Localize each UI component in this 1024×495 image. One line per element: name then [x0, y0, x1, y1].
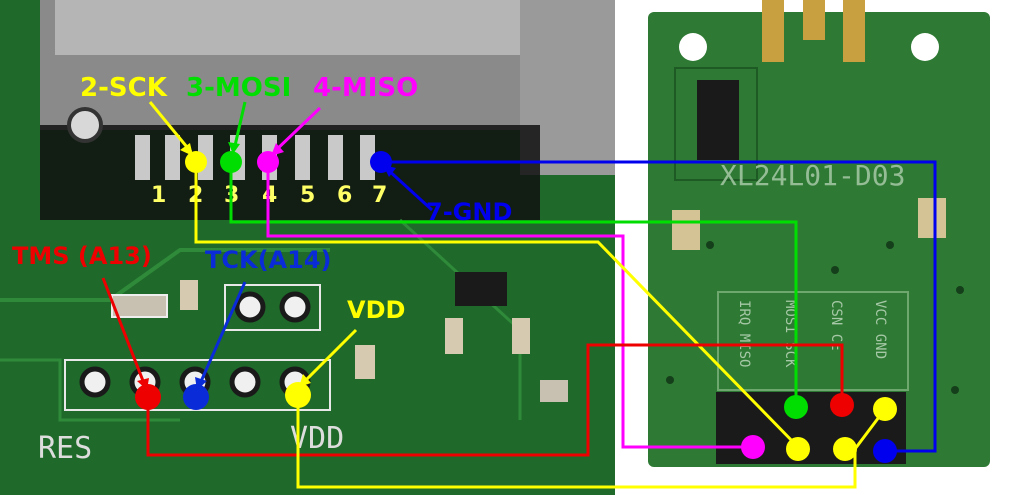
- label-tck: TCK(A14): [205, 246, 332, 274]
- wire-tms: [146, 343, 844, 457]
- marker-vdd-module-2: [833, 437, 857, 461]
- marker-sck-module: [786, 437, 810, 461]
- marker-gnd-module: [873, 439, 897, 463]
- pin-number-5: 5: [300, 183, 315, 208]
- marker-tck-pad: [183, 384, 209, 410]
- pin-number-6: 6: [337, 183, 352, 208]
- module-pin-label-4: VCC GND: [872, 300, 888, 359]
- marker-tms-module: [830, 393, 854, 417]
- label-mosi: 3-MOSI: [186, 73, 291, 103]
- label-miso: 4-MISO: [313, 73, 418, 103]
- marker-vdd-pad: [285, 382, 311, 408]
- marker-miso-module: [741, 435, 765, 459]
- arrow-vdd: [300, 328, 358, 386]
- pin-numbers: 1 2 3 4 5 6 7: [151, 183, 387, 208]
- marker-vdd-module: [873, 397, 897, 421]
- wire-miso: [266, 162, 753, 449]
- label-gnd: 7-GND: [426, 198, 512, 226]
- marker-mosi-header: [220, 151, 242, 173]
- marker-tms-pad: [135, 384, 161, 410]
- module-id-label: XL24L01-D03: [720, 159, 905, 192]
- arrow-sck: [148, 101, 193, 153]
- module-pin-label-2: MOSI SCK: [782, 300, 798, 368]
- label-arrows: [101, 101, 434, 390]
- wire-gnd: [381, 160, 937, 453]
- pin-number-7: 7: [372, 183, 387, 208]
- pin-markers: [135, 151, 897, 463]
- arrow-mosi: [232, 101, 247, 151]
- marker-mosi-module: [784, 395, 808, 419]
- module-pin-label-3: CSN CE: [828, 300, 844, 351]
- marker-sck-header: [185, 151, 207, 173]
- arrow-gnd: [384, 166, 434, 212]
- silkscreen-res: RES: [38, 431, 92, 466]
- arrow-miso: [272, 106, 322, 154]
- wire-mosi: [229, 162, 798, 407]
- right-module-photo: XL24L01-D03 IRQ MISO MOSI SCK CSN CE VCC…: [615, 0, 1024, 495]
- pin-number-1: 1: [151, 183, 166, 208]
- label-tms: TMS (A13): [12, 242, 152, 270]
- wires: [146, 160, 937, 489]
- label-vdd: VDD: [347, 296, 405, 324]
- marker-miso-header: [257, 151, 279, 173]
- label-sck: 2-SCK: [80, 73, 168, 103]
- arrow-tms: [101, 277, 147, 387]
- arrow-tck: [197, 281, 247, 387]
- pin-number-4: 4: [262, 183, 277, 208]
- signal-labels: 2-SCK 3-MOSI 4-MISO 7-GND TMS (A13) TCK(…: [12, 73, 512, 324]
- module-pin-label-1: IRQ MISO: [736, 300, 752, 367]
- wire-vdd: [296, 395, 887, 489]
